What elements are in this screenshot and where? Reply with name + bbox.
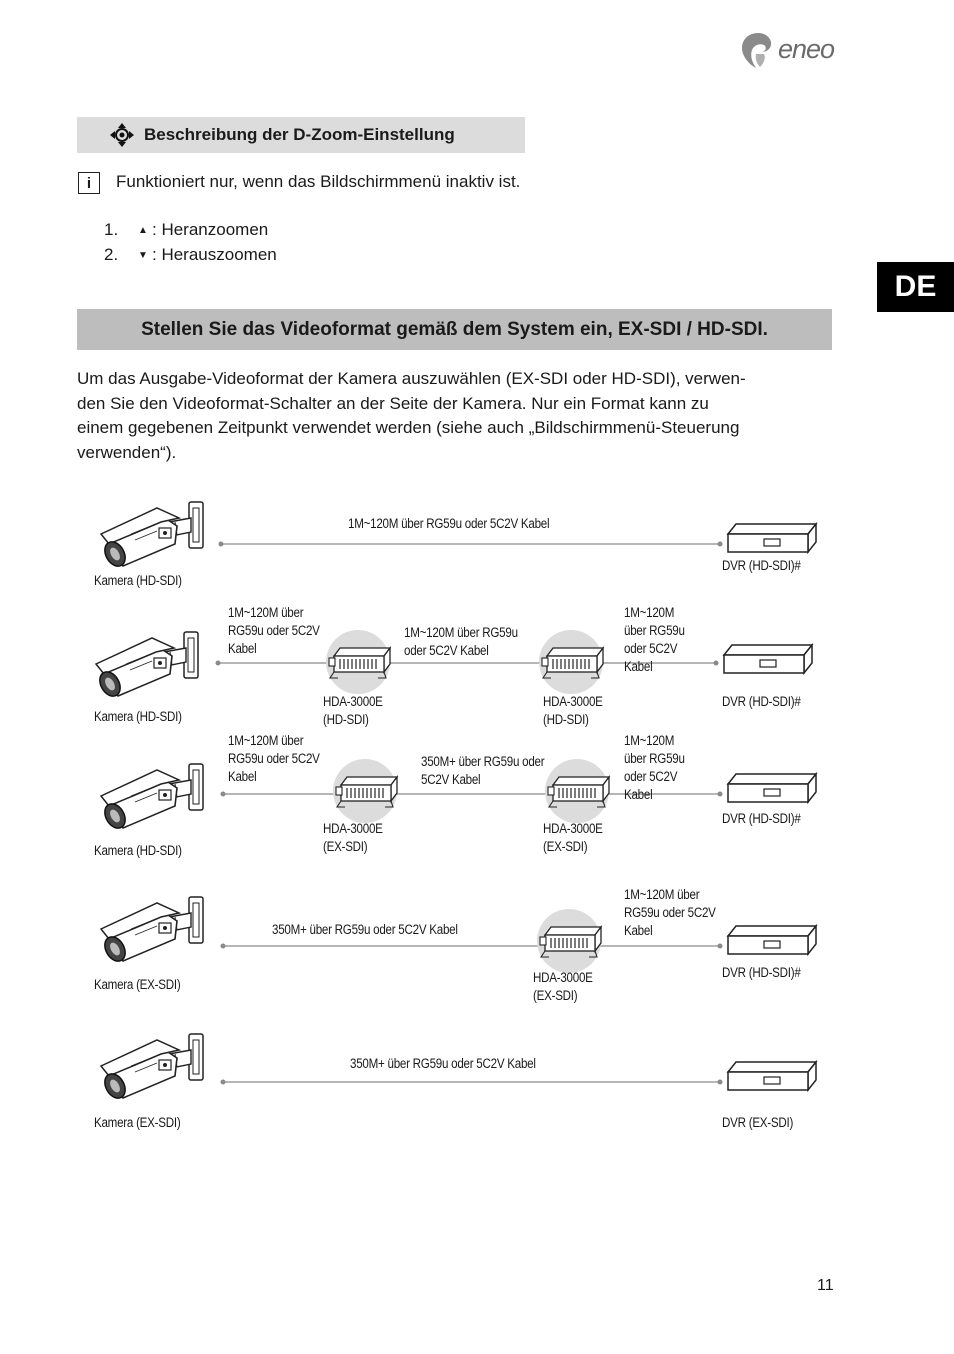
cable-label-line: über RG59u xyxy=(624,623,685,638)
cable-label: 350M+ über RG59u oder 5C2V Kabel xyxy=(421,753,545,789)
cable-label-line: 1M~120M xyxy=(624,733,675,748)
language-tab: DE xyxy=(877,262,954,312)
dvr-label: DVR (HD-SDI)# xyxy=(722,965,801,980)
dvr-label: DVR (HD-SDI)# xyxy=(722,811,801,826)
list-item: 2. ▼ : Herauszoomen xyxy=(104,245,277,265)
cable-label-line: Kabel xyxy=(624,787,653,802)
camera-label: Kamera (EX-SDI) xyxy=(94,977,181,992)
camera-icon xyxy=(99,1033,204,1103)
camera-label: Kamera (HD-SDI) xyxy=(94,843,182,858)
dvr-icon xyxy=(727,1061,817,1091)
hda-label-line: HDA-3000E xyxy=(543,694,603,709)
cable-label: 1M~120M über RG59u oder 5C2V Kabel xyxy=(624,886,716,940)
cable-label: 1M~120M über RG59u oder 5C2V Kabel xyxy=(228,732,320,786)
dvr-label: DVR (HD-SDI)# xyxy=(722,558,801,573)
cable-label-line: 1M~120M über xyxy=(624,887,700,902)
cable-label: 1M~120M über RG59u oder 5C2V Kabel xyxy=(228,604,320,658)
camera-label: Kamera (HD-SDI) xyxy=(94,573,182,588)
dvr-label: DVR (HD-SDI)# xyxy=(722,694,801,709)
cable-label-line: 1M~120M über RG59u xyxy=(404,625,518,640)
up-arrow-icon: ▲ xyxy=(138,224,148,236)
cable-label-line: 1M~120M über xyxy=(228,605,304,620)
hda-label-line: HDA-3000E xyxy=(323,821,383,836)
cable-label: 350M+ über RG59u oder 5C2V Kabel xyxy=(350,1056,536,1071)
hda-converter-icon xyxy=(332,758,398,824)
camera-label: Kamera (EX-SDI) xyxy=(94,1115,181,1130)
section-title: Stellen Sie das Videoformat gemäß dem Sy… xyxy=(77,309,832,350)
paragraph-line: den Sie den Videoformat-Schalter an der … xyxy=(77,393,709,413)
dvr-icon xyxy=(727,925,817,955)
hda-label: HDA-3000E (HD-SDI) xyxy=(543,693,603,729)
cable-label: 1M~120M über RG59u oder 5C2V Kabel xyxy=(624,604,685,676)
hda-label-line: (HD-SDI) xyxy=(323,712,369,727)
cable-label: 1M~120M über RG59u oder 5C2V Kabel xyxy=(348,516,550,531)
cable-label-line: RG59u oder 5C2V xyxy=(624,905,716,920)
hda-converter-icon xyxy=(536,908,602,974)
hda-label-line: (HD-SDI) xyxy=(543,712,589,727)
info-text: Funktioniert nur, wenn das Bildschirmmen… xyxy=(116,172,521,191)
hda-label: HDA-3000E (EX-SDI) xyxy=(323,820,383,856)
camera-label: Kamera (HD-SDI) xyxy=(94,709,182,724)
cable-label-line: RG59u oder 5C2V xyxy=(228,751,320,766)
section-paragraph: Um das Ausgabe-Videoformat der Kamera au… xyxy=(77,367,837,465)
cable-label-line: über RG59u xyxy=(624,751,685,766)
cable-label: 1M~120M über RG59u oder 5C2V Kabel xyxy=(624,732,685,804)
cable-label-line: 1M~120M über xyxy=(228,733,304,748)
camera-icon xyxy=(99,763,204,833)
cable-label-line: oder 5C2V xyxy=(624,641,678,656)
cable-label-line: oder 5C2V Kabel xyxy=(404,643,489,658)
hda-converter-icon xyxy=(544,758,610,824)
paragraph-line: einem gegebenen Zeitpunkt verwendet werd… xyxy=(77,418,740,437)
list-item: 1. ▲ : Heranzoomen xyxy=(104,220,268,240)
camera-icon xyxy=(94,631,199,701)
dvr-icon xyxy=(727,523,817,553)
cable-label: 350M+ über RG59u oder 5C2V Kabel xyxy=(272,922,458,937)
cable-label-line: 5C2V Kabel xyxy=(421,772,481,787)
cable-label-line: 1M~120M xyxy=(624,605,675,620)
cable-label-line: Kabel xyxy=(228,641,257,656)
hda-label-line: HDA-3000E xyxy=(533,970,593,985)
dzoom-heading: Beschreibung der D-Zoom-Einstellung xyxy=(77,117,525,153)
cable-label-line: Kabel xyxy=(624,923,653,938)
page-number: 11 xyxy=(817,1277,834,1294)
logo-text: eneo xyxy=(778,34,835,64)
cable-label-line: Kabel xyxy=(624,659,653,674)
cable-label: 1M~120M über RG59u oder 5C2V Kabel xyxy=(404,624,518,660)
paragraph-line: Um das Ausgabe-Videoformat der Kamera au… xyxy=(77,369,746,388)
info-icon: i xyxy=(78,172,100,194)
cable-label-line: RG59u oder 5C2V xyxy=(228,623,320,638)
camera-icon xyxy=(99,896,204,966)
cable-label-line: 350M+ über RG59u oder xyxy=(421,754,545,769)
hda-label-line: (EX-SDI) xyxy=(543,839,588,854)
list-number: 2. xyxy=(104,245,119,264)
cable-label-line: oder 5C2V xyxy=(624,769,678,784)
hda-label-line: HDA-3000E xyxy=(543,821,603,836)
hda-label: HDA-3000E (EX-SDI) xyxy=(533,969,593,1005)
paragraph-line: verwenden“). xyxy=(77,442,177,462)
eneo-logo-icon xyxy=(742,33,772,68)
hda-label-line: (EX-SDI) xyxy=(533,988,578,1003)
list-number: 1. xyxy=(104,220,119,239)
dzoom-title: Beschreibung der D-Zoom-Einstellung xyxy=(144,125,455,144)
hda-label: HDA-3000E (HD-SDI) xyxy=(323,693,383,729)
cable-label-line: Kabel xyxy=(228,769,257,784)
hda-label: HDA-3000E (EX-SDI) xyxy=(543,820,603,856)
hda-label-line: HDA-3000E xyxy=(323,694,383,709)
hda-converter-icon xyxy=(538,629,604,695)
hda-converter-icon xyxy=(325,629,391,695)
dvr-icon xyxy=(727,773,817,803)
four-way-arrow-icon xyxy=(110,123,134,147)
hda-label-line: (EX-SDI) xyxy=(323,839,368,854)
list-text: : Herauszoomen xyxy=(152,245,277,264)
camera-icon xyxy=(99,501,204,571)
down-arrow-icon: ▼ xyxy=(138,249,148,261)
list-text: : Heranzoomen xyxy=(152,220,269,239)
eneo-logo: eneo xyxy=(740,30,840,70)
dvr-label: DVR (EX-SDI) xyxy=(722,1115,794,1130)
dvr-icon xyxy=(723,644,813,674)
